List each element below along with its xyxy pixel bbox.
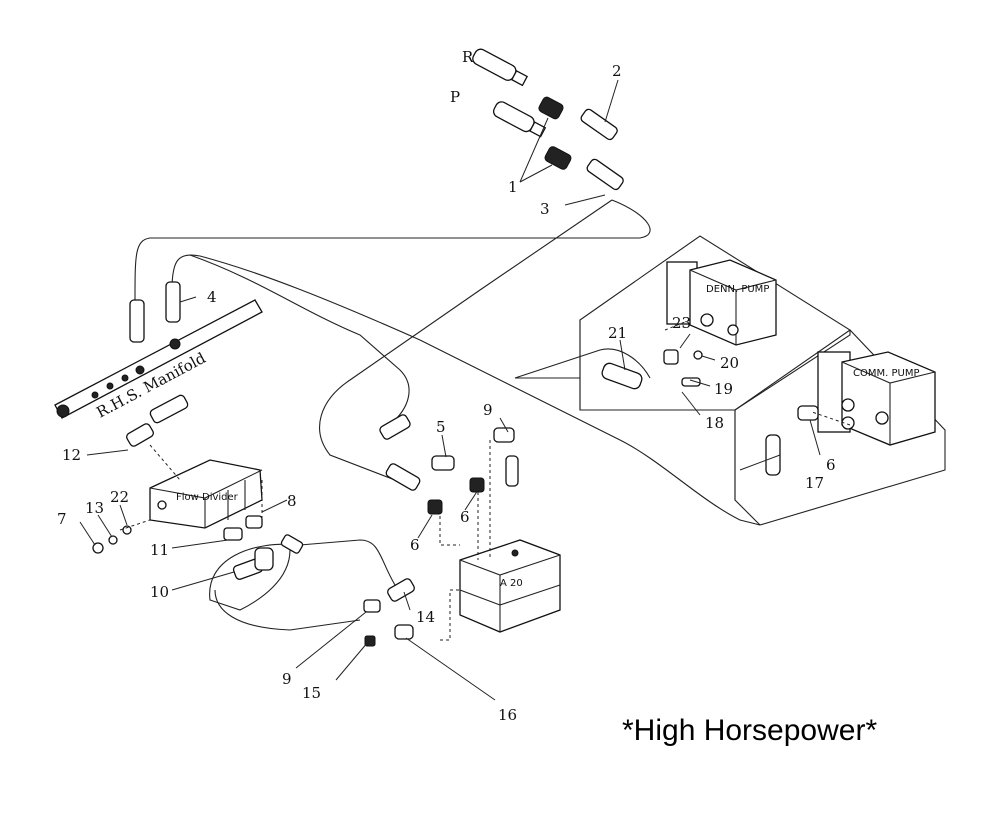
- flow-divider: Flow Divider: [149, 459, 263, 529]
- dashed-lines: [119, 319, 851, 641]
- callout-17: 17: [805, 474, 824, 492]
- callout-20: 20: [720, 354, 739, 372]
- hose-lines: [134, 199, 761, 631]
- callout-2: 2: [612, 62, 622, 80]
- callout-15: 15: [302, 684, 321, 702]
- callout-11: 11: [150, 541, 169, 559]
- valve-block-label: A 20: [500, 578, 523, 589]
- right-panel: [515, 235, 946, 526]
- leader-lines: [79, 79, 821, 701]
- callout-16: 16: [498, 706, 517, 724]
- callout-14: 14: [416, 608, 435, 626]
- denn-pump: DENN. PUMP: [666, 259, 777, 346]
- callout-numbers: 1 2 3 4 5 6 6 6 7 8 9 9 10 11 12 13 14 1…: [57, 62, 836, 724]
- callout-10: 10: [150, 583, 169, 601]
- callout-12: 12: [62, 446, 81, 464]
- page-title: *High Horsepower*: [622, 714, 877, 747]
- comm-pump-label: COMM. PUMP: [853, 368, 919, 379]
- callout-6b: 6: [410, 536, 420, 554]
- callout-5: 5: [436, 418, 446, 436]
- callout-9b: 9: [282, 670, 292, 688]
- callout-4: 4: [207, 288, 217, 306]
- callout-1: 1: [508, 178, 518, 196]
- callout-3: 3: [540, 200, 550, 218]
- callout-6a: 6: [460, 508, 470, 526]
- port-r-label: R: [462, 48, 474, 66]
- manifold-hose-ends: [129, 281, 181, 343]
- callout-13: 13: [85, 499, 104, 517]
- denn-pump-label: DENN. PUMP: [706, 284, 769, 295]
- callout-18: 18: [705, 414, 724, 432]
- callout-21: 21: [608, 324, 627, 342]
- rhs-manifold: R.H.S. Manifold: [54, 299, 263, 422]
- callout-6c: 6: [826, 456, 836, 474]
- callout-8: 8: [287, 492, 297, 510]
- flow-divider-label: Flow Divider: [176, 492, 239, 503]
- port-labels: R P: [450, 48, 474, 106]
- callout-22: 22: [110, 488, 129, 506]
- callout-9a: 9: [483, 401, 493, 419]
- valve-block: A 20: [459, 539, 561, 633]
- port-p-label: P: [450, 88, 460, 106]
- comm-pump: COMM. PUMP: [817, 351, 936, 446]
- callout-23: 23: [672, 314, 691, 332]
- callout-19: 19: [714, 380, 733, 398]
- callout-7: 7: [57, 510, 67, 528]
